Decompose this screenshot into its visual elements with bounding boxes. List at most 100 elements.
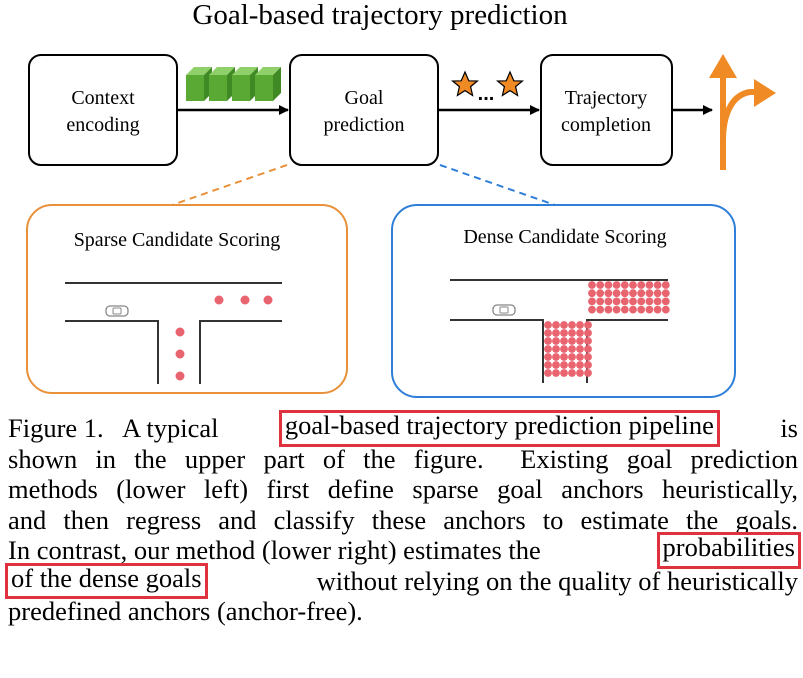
dense-goal-dot [653,281,662,289]
dense-goal-dot [568,361,576,369]
dense-goal-dot [584,361,592,369]
figure-title: Goal-based trajectory prediction [192,0,568,31]
goal-prediction-box: Goal prediction [289,54,439,166]
dense-goal-dot [568,337,576,345]
dense-goal-dot [576,345,584,353]
dense-goal-dot [552,345,560,353]
sparse-panel-title: Sparse Candidate Scoring [74,229,281,251]
dense-goal-dot [637,297,646,306]
dense-goal-dot [620,289,629,298]
goal-stars-icon: ... [450,70,525,105]
dense-goal-dot [588,281,596,289]
context-encoding-label-2: encoding [66,114,139,136]
pipeline-figure: Goal-based trajectory prediction Context… [26,0,776,398]
dense-goal-dot [604,297,613,306]
caption-highlight-probabilities: probabilities [656,532,801,569]
caption-line-3: methods (lower left) first define sparse… [8,474,798,504]
dense-goal-dot [588,305,596,314]
dense-goal-dot [620,281,629,289]
dense-goal-dot [596,305,605,314]
dense-goal-dot [576,337,584,345]
goal-prediction-label-2: prediction [323,114,404,136]
dense-panel-title: Dense Candidate Scoring [463,226,666,248]
dense-goal-dot [661,297,670,306]
caption-line-5-before: In contrast, our method (lower right) es… [8,535,548,565]
dense-goal-dot [596,297,605,306]
dense-goal-dot [568,321,576,329]
dense-goal-dot [560,369,568,377]
context-encoding-label-1: Context [71,87,135,109]
dense-goal-dot [645,297,654,306]
dense-goal-dot [661,289,670,298]
dense-goal-dot [604,289,613,298]
dense-goal-dot [568,329,576,337]
dense-goal-dot [604,305,613,314]
trajectory-completion-label-1: Trajectory [565,87,648,109]
car-icon [492,304,516,316]
dense-goal-dot [612,281,621,289]
sparse-goal-dots [175,295,273,381]
car-icon [105,305,129,317]
trajectory-completion-label-2: completion [561,114,651,136]
caption-line-4: and then regress and classify these anch… [8,504,798,535]
dense-goal-dots [544,281,670,377]
dense-goal-dot [612,289,621,298]
dense-goal-dot [645,281,654,289]
caption-highlight-pipeline: goal-based trajectory prediction pipelin… [278,410,720,447]
dense-goal-dot [560,337,568,345]
dense-goal-dot [629,305,637,314]
dense-goal-dot [637,305,646,314]
dense-goal-dot [637,281,646,289]
feature-blocks-icon [186,67,281,101]
dense-goal-dot [584,345,592,353]
dense-connector-dashed [439,164,556,206]
dense-goal-dot [584,321,592,329]
dense-goal-dot [612,305,621,314]
dense-goal-dot [629,281,637,289]
dense-goal-dot [552,361,560,369]
dense-goal-dot [637,289,646,298]
sparse-connector-dashed [171,164,288,206]
dense-goal-dot [588,297,596,306]
dense-goal-dot [544,329,552,337]
dense-goal-dot [560,329,568,337]
caption-line-7: predefined anchors (anchor-free). [8,596,363,626]
dense-goal-dot [612,297,621,306]
dense-goal-dot [576,321,584,329]
dense-goal-dot [544,353,552,361]
dense-goal-dot [645,289,654,298]
dense-goal-dot [544,345,552,353]
dense-goal-dot [584,337,592,345]
dense-goal-dot [552,353,560,361]
dense-goal-dot [544,321,552,329]
caption-highlight-dense-goals: of the dense goals [5,562,208,599]
dense-goal-dot [560,321,568,329]
goal-prediction-label-1: Goal [345,87,384,109]
dense-goal-dot [568,345,576,353]
dense-goal-dot [588,289,596,298]
dense-goal-dot [576,361,584,369]
dense-goal-dot [620,297,629,306]
dense-goal-dot [653,305,662,314]
dense-goal-dot [560,345,568,353]
dense-goal-dot [645,305,654,314]
caption-line-5: In contrast, our method (lower right) es… [8,532,801,569]
trajectory-completion-box: Trajectory completion [540,54,673,166]
context-encoding-box: Context encoding [28,54,178,166]
figure-caption: Figure 1. A typical goal-based trajector… [5,410,801,627]
dense-goal-dot [629,289,637,298]
dense-goal-dot [544,369,552,377]
dense-goal-dot [576,369,584,377]
dense-goal-dot [544,337,552,345]
dense-goal-dot [620,305,629,314]
dense-goal-dot [568,369,576,377]
dense-goal-dot [552,321,560,329]
stars-ellipsis: ... [478,83,495,105]
dense-goal-dot [604,281,613,289]
dense-candidate-panel: Dense Candidate Scoring [391,204,736,398]
dense-goal-dot [661,305,670,314]
caption-line-1-before: Figure 1. A typical [8,413,226,443]
caption-line-6: of the dense goals without relying on th… [5,562,798,599]
dense-goal-dot [584,369,592,377]
caption-line-6-after: without relying on the quality of heuris… [310,565,798,596]
